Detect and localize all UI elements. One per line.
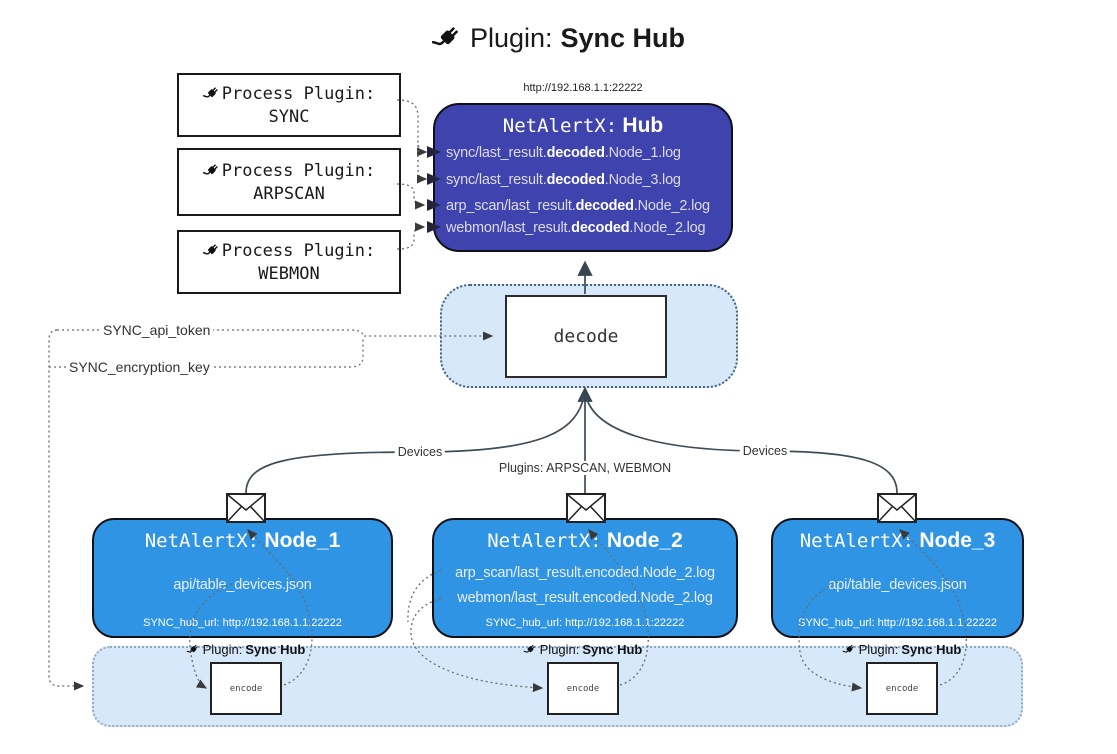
hub-title: NetAlertX: Hub bbox=[435, 114, 731, 138]
process-plugin-name: ARPSCAN bbox=[253, 183, 325, 204]
process-plugin-label: Process Plugin: bbox=[221, 240, 376, 261]
node-hub-url: SYNC_hub_url: http://192.168.1.1:22222 bbox=[798, 617, 997, 629]
hub-log-line: sync/last_result.decoded.Node_1.log bbox=[446, 145, 681, 161]
encode-box-node3: encode bbox=[866, 662, 938, 715]
node-file-line: api/table_devices.json bbox=[828, 577, 967, 593]
envelope-icon bbox=[566, 493, 606, 523]
band-plugin-label: Plugin: Sync Hub bbox=[523, 641, 642, 657]
page-title-name: Sync Hub bbox=[560, 22, 686, 53]
node-box-node1: NetAlertX: Node_1 api/table_devices.json… bbox=[92, 518, 393, 638]
node-title: NetAlertX: Node_1 bbox=[144, 529, 341, 552]
node-hub-url: SYNC_hub_url: http://192.168.1.1:22222 bbox=[485, 617, 685, 629]
hub-log-line: arp_scan/last_result.decoded.Node_2.log bbox=[446, 198, 710, 214]
node-file-line: webmon/last_result.encoded.Node_2.log bbox=[457, 589, 713, 606]
plug-icon bbox=[523, 642, 537, 656]
process-plugin-name: SYNC bbox=[268, 106, 310, 127]
node-file-line: arp_scan/last_result.encoded.Node_2.log bbox=[455, 564, 715, 581]
page-title: Plugin: Sync Hub bbox=[0, 16, 1117, 60]
encode-box-node2: encode bbox=[547, 662, 619, 715]
plug-icon bbox=[431, 23, 461, 53]
encode-box-node1: encode bbox=[210, 662, 282, 715]
node-hub-url: SYNC_hub_url: http://192.168.1.1:22222 bbox=[143, 617, 342, 629]
hub-url: http://192.168.1.1:22222 bbox=[523, 82, 643, 94]
envelope-icon bbox=[877, 493, 917, 523]
process-plugin-name: WEBMON bbox=[258, 263, 320, 284]
node-box-node2: NetAlertX: Node_2 arp_scan/last_result.e… bbox=[432, 518, 738, 638]
sync-encryption-key-label: SYNC_encryption_key bbox=[66, 359, 213, 375]
plugins-edge-label: Plugins: ARPSCAN, WEBMON bbox=[495, 461, 675, 475]
process-plugin-box-sync: Process Plugin: SYNC bbox=[177, 73, 401, 137]
envelope-icon bbox=[226, 493, 266, 523]
process-plugin-box-arpscan: Process Plugin: ARPSCAN bbox=[177, 148, 401, 216]
hub-title-name: Hub bbox=[622, 114, 664, 137]
plug-icon bbox=[842, 642, 856, 656]
plug-icon bbox=[202, 242, 220, 259]
devices-edge-label-right: Devices bbox=[739, 444, 791, 458]
devices-edge-label-left: Devices bbox=[394, 445, 446, 459]
page-title-prefix: Plugin: bbox=[469, 22, 553, 53]
hub-title-prefix: NetAlertX: bbox=[502, 115, 618, 137]
sync-api-token-label: SYNC_api_token bbox=[100, 322, 214, 338]
process-plugin-box-webmon: Process Plugin: WEBMON bbox=[177, 230, 401, 294]
hub-box: NetAlertX: Hub sync/last_result.decoded.… bbox=[433, 103, 733, 252]
node-title: NetAlertX: Node_2 bbox=[487, 529, 683, 552]
hub-log-line: webmon/last_result.decoded.Node_2.log bbox=[446, 220, 706, 236]
process-plugin-label: Process Plugin: bbox=[221, 83, 376, 104]
hub-log-line: sync/last_result.decoded.Node_3.log bbox=[446, 172, 681, 188]
plug-icon bbox=[202, 85, 220, 102]
node-title: NetAlertX: Node_3 bbox=[799, 529, 996, 552]
node-file-line: api/table_devices.json bbox=[173, 577, 312, 593]
plug-icon bbox=[186, 642, 200, 656]
process-plugin-label: Process Plugin: bbox=[221, 160, 376, 181]
band-plugin-label: Plugin: Sync Hub bbox=[186, 641, 305, 657]
node-box-node3: NetAlertX: Node_3 api/table_devices.json… bbox=[771, 518, 1024, 638]
plug-icon bbox=[202, 162, 220, 179]
decode-box: decode bbox=[505, 295, 667, 378]
band-plugin-label: Plugin: Sync Hub bbox=[842, 641, 961, 657]
